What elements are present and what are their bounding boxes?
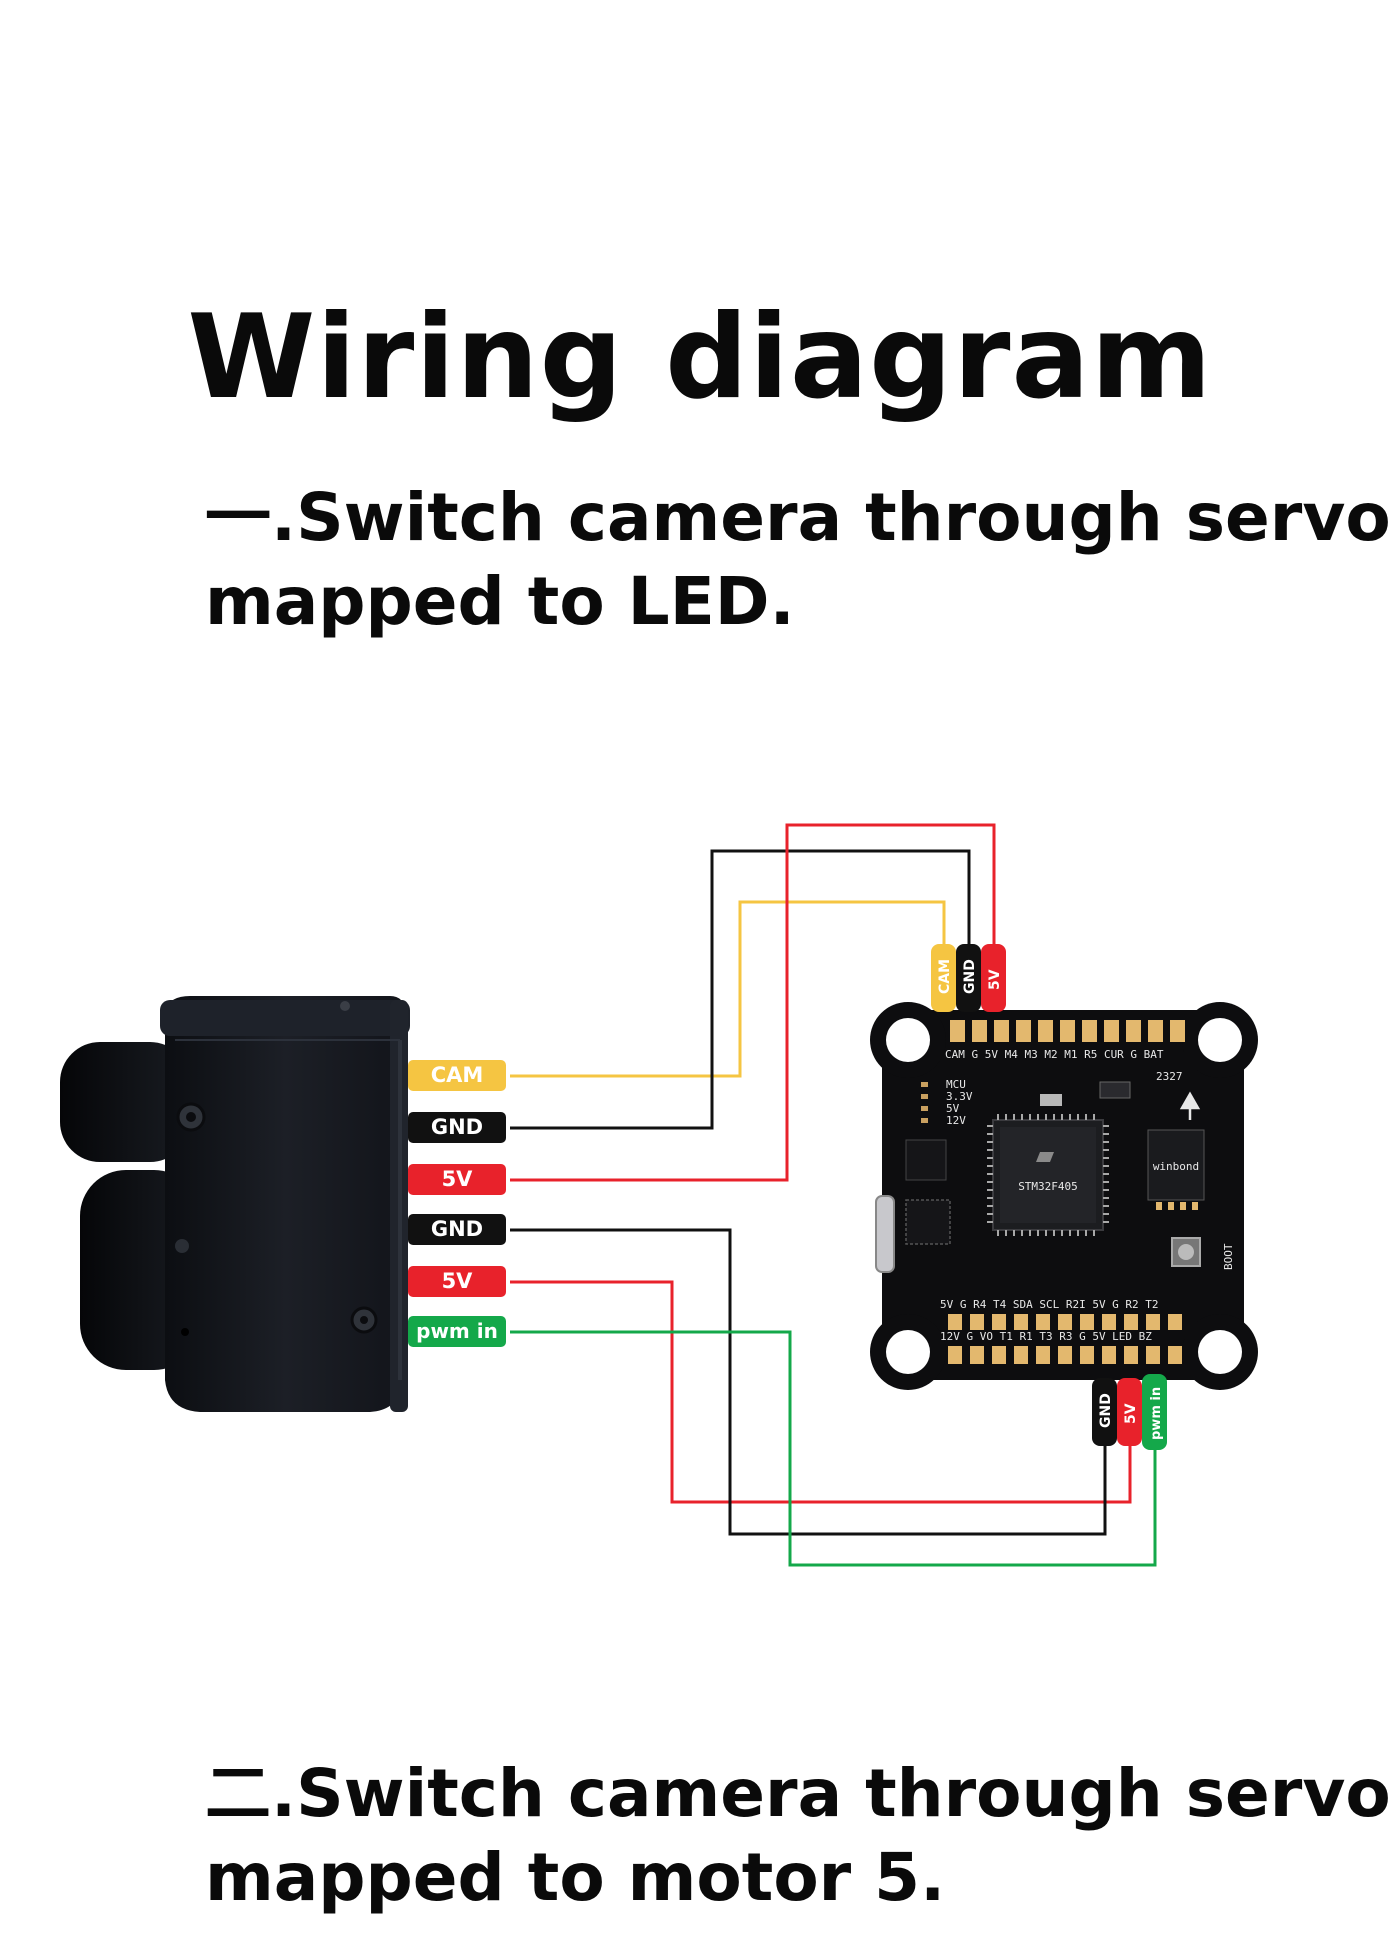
camera-pin-gnd-1-label: GND xyxy=(431,1115,483,1139)
bottom-pads xyxy=(948,1314,1182,1364)
wire-pwm-green xyxy=(510,1330,1157,1567)
section-1-line-1: 一.Switch camera through servo xyxy=(205,479,1391,556)
wire-5v-red-top xyxy=(510,823,996,1182)
wire-5v-red-bottom xyxy=(510,1280,1132,1504)
fc-top-pin-gnd xyxy=(956,944,981,1012)
section-2-line-2: mapped to motor 5. xyxy=(205,1839,946,1916)
status-label-3v3: 3.3V xyxy=(946,1090,973,1103)
mounting-hole-tr xyxy=(1198,1018,1242,1062)
usb-c-port-icon xyxy=(875,1195,895,1273)
section-1-heading: 一.Switch camera through servo mapped to … xyxy=(205,476,1391,644)
camera-pin-5v-2-label: 5V xyxy=(442,1269,474,1293)
wire-gnd-black-bottom xyxy=(510,1228,1107,1536)
board-number: 2327 xyxy=(1156,1070,1183,1083)
mcu-marking: STM32F405 xyxy=(1018,1180,1078,1193)
mcu-chip: STM32F405 xyxy=(987,1114,1109,1236)
camera-connector: CAM GND 5V GND 5V pwm in xyxy=(408,1060,506,1347)
fc-bottom-pin-5v-label: 5V xyxy=(1123,1403,1139,1424)
bottom-pad-labels-lower: 12V G VO T1 R1 T3 R3 G 5V LED BZ xyxy=(940,1330,1152,1343)
section-1-line-2: mapped to LED. xyxy=(205,563,795,640)
orientation-arrow-icon xyxy=(1179,1091,1201,1120)
fc-bottom-pin-gnd xyxy=(1092,1378,1117,1446)
wires xyxy=(510,823,1157,1567)
fc-top-pin-cam xyxy=(931,944,956,1012)
status-label-mcu: MCU xyxy=(946,1078,966,1091)
fc-bottom-pin-5v xyxy=(1117,1378,1142,1446)
status-label-12v: 12V xyxy=(946,1114,966,1127)
section-2-heading: 二.Switch camera through servo mapped to … xyxy=(205,1752,1391,1920)
fc-bottom-pin-pwm-in xyxy=(1142,1374,1167,1450)
fc-bottom-connector: GND 5V pwm in xyxy=(1092,1374,1167,1450)
section-2-line-1: 二.Switch camera through servo xyxy=(205,1755,1391,1832)
camera-pin-5v-1: 5V xyxy=(408,1164,506,1195)
camera-pin-gnd-2-label: GND xyxy=(431,1217,483,1241)
mounting-hole-bl xyxy=(886,1330,930,1374)
top-pads xyxy=(950,1020,1185,1042)
flight-controller: CAM G 5V M4 M3 M2 M1 R5 CUR G BAT MCU 3.… xyxy=(870,1002,1258,1390)
camera-pin-5v-2: 5V xyxy=(408,1266,506,1297)
flash-marking: winbond xyxy=(1153,1160,1199,1173)
camera-pin-cam: CAM xyxy=(408,1060,506,1091)
camera-pin-pwm-in: pwm in xyxy=(408,1316,506,1347)
fc-top-pin-gnd-label: GND xyxy=(962,959,978,994)
top-pad-labels: CAM G 5V M4 M3 M2 M1 R5 CUR G BAT xyxy=(945,1048,1164,1061)
fc-top-connector: CAM GND 5V xyxy=(931,944,1006,1012)
mounting-hole-br xyxy=(1198,1330,1242,1374)
camera-pin-gnd-1: GND xyxy=(408,1112,506,1143)
fc-bottom-pin-pwm-in-label: pwm in xyxy=(1149,1387,1164,1440)
page-title: Wiring diagram xyxy=(187,290,1213,425)
boot-label: BOOT xyxy=(1222,1243,1235,1270)
wire-gnd-black-top xyxy=(510,849,971,1130)
fc-top-pin-cam-label: CAM xyxy=(937,959,953,994)
fc-top-pin-5v-label: 5V xyxy=(987,969,1003,990)
camera-pin-gnd-2: GND xyxy=(408,1214,506,1245)
camera-module xyxy=(60,996,410,1412)
mounting-hole-tl xyxy=(886,1018,930,1062)
fc-bottom-pin-gnd-label: GND xyxy=(1098,1393,1114,1428)
camera-pin-cam-label: CAM xyxy=(431,1063,484,1087)
status-leds: MCU 3.3V 5V 12V xyxy=(921,1078,973,1127)
flash-chip: winbond xyxy=(1147,1129,1205,1210)
status-label-5v: 5V xyxy=(946,1102,960,1115)
fc-top-pin-5v xyxy=(981,944,1006,1012)
camera-pin-pwm-in-label: pwm in xyxy=(416,1319,498,1343)
wire-cam-yellow xyxy=(510,900,946,1078)
bottom-pad-labels-upper: 5V G R4 T4 SDA SCL R2I 5V G R2 T2 xyxy=(940,1298,1159,1311)
camera-pin-5v-1-label: 5V xyxy=(442,1167,474,1191)
